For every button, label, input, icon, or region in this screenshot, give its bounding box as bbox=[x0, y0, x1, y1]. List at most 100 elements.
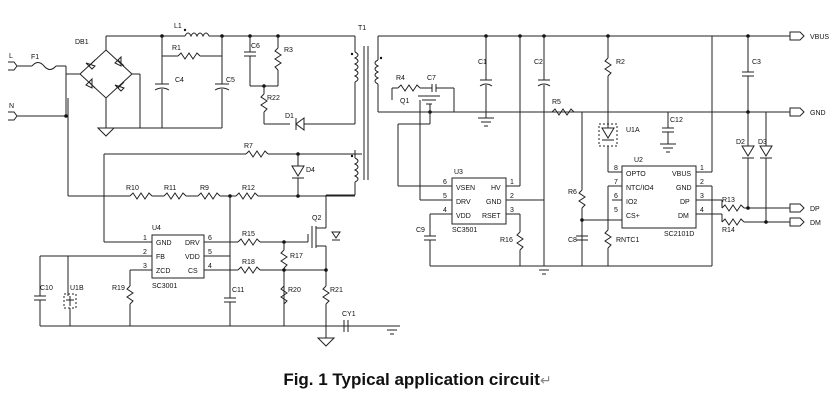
chip-u3-pin-hv: HV bbox=[491, 185, 501, 192]
resistor-r2-label: R2 bbox=[616, 59, 625, 66]
chip-u4-part: SC3001 bbox=[152, 283, 177, 290]
cap-c11-label: C11 bbox=[232, 287, 244, 294]
resistor-r5-label: R5 bbox=[552, 99, 561, 106]
resistor-r22-label: R22 bbox=[267, 95, 280, 102]
chip-u3 bbox=[451, 177, 507, 225]
chip-u3-pin-rset: RSET bbox=[482, 213, 501, 220]
inductor-l1-label: L1 bbox=[174, 23, 182, 30]
port-dm-label: DM bbox=[810, 220, 821, 227]
chip-u4-pin-gnd: GND bbox=[156, 240, 172, 247]
chip-u4-pinnum-2: 2 bbox=[143, 249, 147, 256]
snubber-and-transformer: C6 R3 R22 D1 T1 bbox=[244, 25, 383, 195]
resistor-r18-label: R18 bbox=[242, 259, 255, 266]
resistor-r14-label: R14 bbox=[722, 227, 735, 234]
cap-c3-label: C3 bbox=[752, 59, 761, 66]
diode-d3-label: D3 bbox=[758, 139, 767, 146]
chip-u4-pin-zcd: ZCD bbox=[156, 268, 170, 275]
chip-u2-pinnum-7: 7 bbox=[614, 179, 618, 186]
resistor-r9-label: R9 bbox=[200, 185, 209, 192]
chip-u2-pin-opto: OPTO bbox=[626, 171, 646, 178]
chip-u4-pinnum-3: 3 bbox=[143, 263, 147, 270]
chip-u3-pin-vsen: VSEN bbox=[456, 185, 475, 192]
chip-u3-pin-vdd: VDD bbox=[456, 213, 471, 220]
port-n-label: N bbox=[9, 103, 14, 110]
chip-u3-pin-gnd: GND bbox=[486, 199, 502, 206]
cap-c6-label: C6 bbox=[251, 43, 260, 50]
chip-u2-pinnum-2: 2 bbox=[700, 179, 704, 186]
diode-d4-label: D4 bbox=[306, 167, 315, 174]
chip-u2-pinnum-5: 5 bbox=[614, 207, 618, 214]
chip-u2-pinnum-4: 4 bbox=[700, 207, 704, 214]
chip-u3-pinnum-4: 4 bbox=[443, 207, 447, 214]
circuit-schematic: L N F1 DB1 L1 R1 bbox=[8, 23, 829, 347]
chip-u2-pinnum-8: 8 bbox=[614, 165, 618, 172]
fuse-f1-label: F1 bbox=[31, 54, 39, 61]
cap-cy1-label: CY1 bbox=[342, 311, 356, 318]
emi-filter: L1 R1 C4 C5 bbox=[106, 23, 250, 129]
chip-u4-pinnum-1: 1 bbox=[143, 235, 147, 242]
primary-controller: R10 R11 R9 R12 R7 D4 U4 SC3001 GND FB ZC… bbox=[34, 98, 400, 347]
resistor-r1-label: R1 bbox=[172, 45, 181, 52]
chip-u4-pin-vdd: VDD bbox=[185, 254, 200, 261]
chip-u2-pinnum-6: 6 bbox=[614, 193, 618, 200]
chip-u3-pin-drv: DRV bbox=[456, 199, 471, 206]
resistor-r15-label: R15 bbox=[242, 231, 255, 238]
resistor-r6-label: R6 bbox=[568, 189, 577, 196]
chip-u2-pin-gnd: GND bbox=[676, 185, 692, 192]
chip-u2-pin-io2: IO2 bbox=[626, 199, 637, 206]
chip-u3-part: SC3501 bbox=[452, 227, 477, 234]
chip-u4-pinnum-4: 4 bbox=[208, 263, 212, 270]
transformer-t1-label: T1 bbox=[358, 25, 366, 32]
resistor-rntc1-label: RNTC1 bbox=[616, 237, 639, 244]
chip-u2-pin-csplus: CS+ bbox=[626, 213, 640, 220]
chip-u4-pinnum-5: 5 bbox=[208, 249, 212, 256]
cap-c7-label: C7 bbox=[427, 75, 436, 82]
cap-c8-label: C8 bbox=[568, 237, 577, 244]
cap-c5-label: C5 bbox=[226, 77, 235, 84]
chip-u2-pin-dm: DM bbox=[678, 213, 689, 220]
chip-u2-pinnum-3: 3 bbox=[700, 193, 704, 200]
resistor-r13-label: R13 bbox=[722, 197, 735, 204]
chip-u3-pinnum-3: 3 bbox=[510, 207, 514, 214]
chip-u4-pinnum-6: 6 bbox=[208, 235, 212, 242]
resistor-r16-label: R16 bbox=[500, 237, 513, 244]
cap-c4-label: C4 bbox=[175, 77, 184, 84]
resistor-r4-label: R4 bbox=[396, 75, 405, 82]
diode-d2-label: D2 bbox=[736, 139, 745, 146]
resistor-r12-label: R12 bbox=[242, 185, 255, 192]
resistor-r11-label: R11 bbox=[164, 185, 176, 192]
bridge-db1-label: DB1 bbox=[75, 39, 89, 46]
mosfet-q1-label: Q1 bbox=[400, 98, 409, 105]
return-mark-icon: ↵ bbox=[539, 372, 552, 388]
cap-c12-label: C12 bbox=[670, 117, 683, 124]
chip-u3-pinnum-2: 2 bbox=[510, 193, 514, 200]
chip-u2-pin-dp: DP bbox=[680, 199, 690, 206]
chip-u4-pin-drv: DRV bbox=[185, 240, 200, 247]
chip-u3-pinnum-6: 6 bbox=[443, 179, 447, 186]
mosfet-q2-label: Q2 bbox=[312, 215, 321, 222]
figure-caption: Fig. 1 Typical application circuit↵ bbox=[0, 370, 835, 390]
chip-u2 bbox=[621, 165, 697, 229]
resistor-r21-label: R21 bbox=[330, 287, 343, 294]
chip-u4-ref: U4 bbox=[152, 225, 161, 232]
port-vbus-label: VBUS bbox=[810, 34, 829, 41]
chip-u2-part: SC2101D bbox=[664, 231, 694, 238]
resistor-r10-label: R10 bbox=[126, 185, 139, 192]
resistor-r7-label: R7 bbox=[244, 143, 253, 150]
chip-u2-pin-ntc: NTC/IO4 bbox=[626, 185, 654, 192]
diode-d1-label: D1 bbox=[285, 113, 294, 120]
input-section: L N F1 DB1 bbox=[8, 35, 162, 137]
figure-caption-text: Fig. 1 Typical application circuit bbox=[283, 370, 540, 389]
chip-u4-pin-cs: CS bbox=[188, 268, 198, 275]
chip-u2-pin-vbus: VBUS bbox=[672, 171, 691, 178]
optocoupler-u1b-label: U1B bbox=[70, 285, 84, 292]
cap-c2-label: C2 bbox=[534, 59, 543, 66]
cap-c9-label: C9 bbox=[416, 227, 425, 234]
chip-u4-pin-fb: FB bbox=[156, 254, 165, 261]
chip-u2-ref: U2 bbox=[634, 157, 643, 164]
secondary-side: R4 C7 Q1 C1 C2 U3 SC3501 VSEN DRV VDD bbox=[377, 31, 829, 275]
cap-c1-label: C1 bbox=[478, 59, 487, 66]
optocoupler-u1a-label: U1A bbox=[626, 127, 640, 134]
chip-u3-pinnum-1: 1 bbox=[510, 179, 514, 186]
resistor-r20-label: R20 bbox=[288, 287, 301, 294]
